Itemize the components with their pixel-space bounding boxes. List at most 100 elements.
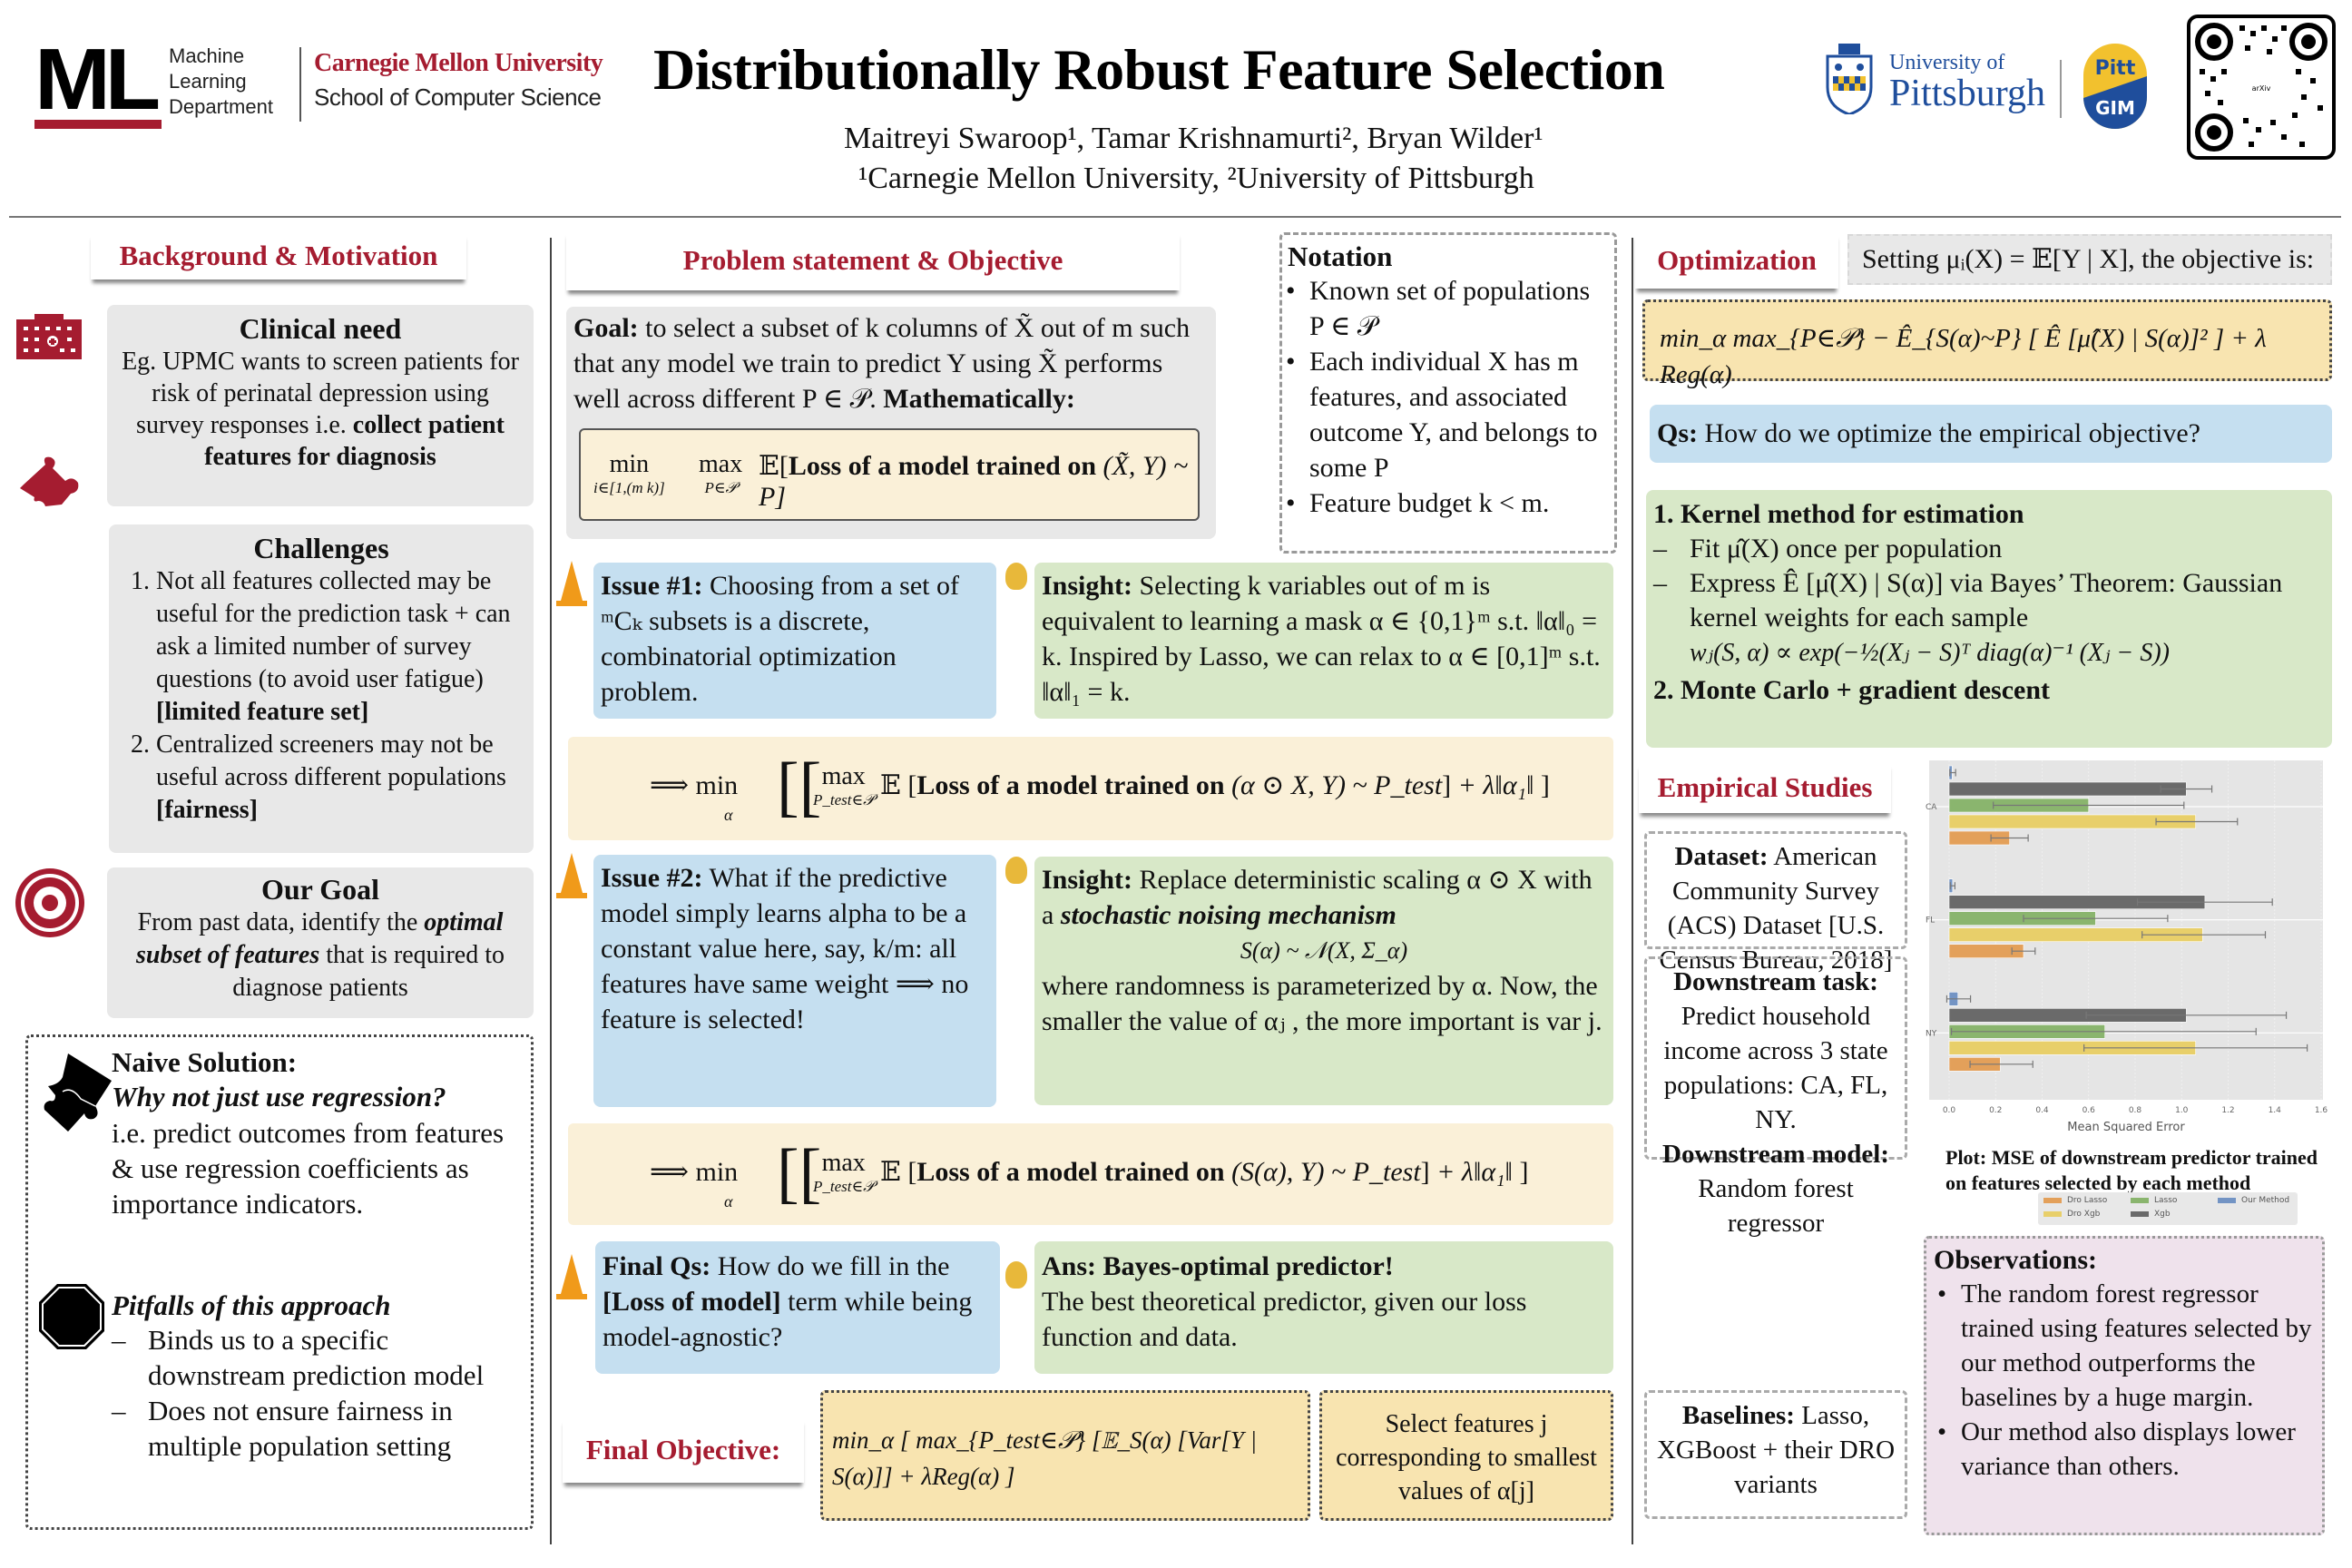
issue-1-card: Issue #1: Choosing from a set of ᵐCₖ sub… <box>593 563 996 719</box>
step-1-bullet: Fit μ̂(X) once per population <box>1653 532 2332 566</box>
issue-1-label: Issue #1: <box>601 571 703 601</box>
our-goal-before: From past data, identify the <box>137 908 425 936</box>
challenge-tag: [limited feature set] <box>156 698 369 726</box>
dataset-text: Dataset: American Community Survey (ACS)… <box>1647 834 1905 983</box>
goal-tail: Mathematically: <box>883 384 1075 414</box>
eq1-max-sub: P∈𝒫 <box>704 479 737 496</box>
eq3-min-op: ⟹ min <box>650 1157 739 1187</box>
eq2-max-op: max <box>821 762 866 790</box>
target-icon <box>15 868 84 937</box>
ml-department-name: Machine Learning Department <box>169 44 273 120</box>
challenge-item: Not all features collected may be useful… <box>156 565 524 729</box>
step-1-title: 1. Kernel method for estimation <box>1653 499 2024 529</box>
legend-swatch <box>2043 1211 2062 1217</box>
goal-card: Goal: to select a subset of k columns of… <box>566 307 1216 539</box>
final-objective-label: Final Objective: <box>563 1417 804 1483</box>
issue-1-body: Choosing from a set of ᵐCₖ subsets is a … <box>601 571 959 707</box>
answer-text: Ans: Bayes-optimal predictor!The best th… <box>1034 1241 1613 1362</box>
issue-1-text: Issue #1: Choosing from a set of ᵐCₖ sub… <box>593 563 996 715</box>
legend-label: Lasso <box>2154 1196 2178 1205</box>
clinical-need-bold: collect patient features for diagnosis <box>204 411 505 471</box>
issue-2-label: Issue #2: <box>601 863 703 893</box>
notation-title: Notation <box>1288 240 1393 272</box>
legend-label: Xgb <box>2154 1210 2171 1219</box>
lightbulb-icon <box>1005 563 1027 590</box>
chart-y-tick-label: CA <box>1926 803 1937 812</box>
chart-x-axis-label: Mean Squared Error <box>2067 1121 2185 1134</box>
notation-item: Each individual X has m features, and as… <box>1282 344 1609 485</box>
issue-2-text: Issue #2: What if the predictive model s… <box>593 855 996 1043</box>
eq3-reg: + λ‖α₁‖ <box>1436 1157 1513 1187</box>
notation-list: Known set of populations P ∈ 𝒫 Each indi… <box>1282 273 1614 521</box>
optimization-question: Qs: How do we optimize the empirical obj… <box>1650 405 2332 463</box>
cmu-name: Carnegie Mellon University <box>314 49 603 77</box>
eq2-bracket: [[ <box>777 750 822 824</box>
clinical-need-title: Clinical need <box>239 312 402 345</box>
model-body: Random forest regressor <box>1698 1174 1854 1238</box>
eq3-e: 𝔼 <box>880 1157 901 1187</box>
legend-label: Dro Lasso <box>2067 1196 2108 1205</box>
eq1-bold: Loss of a model trained on <box>788 451 1097 481</box>
pitt-gim-logo: Pitt GIM <box>2083 44 2147 129</box>
ml-dept-line: Learning <box>169 70 247 93</box>
affiliations: ¹Carnegie Mellon University, ²University… <box>858 162 1534 195</box>
chart-x-tick-label: 0.0 <box>1943 1106 1956 1115</box>
legend-item: Lasso <box>2131 1196 2177 1205</box>
optimization-steps-card: 1. Kernel method for estimation Fit μ̂(X… <box>1646 490 2332 748</box>
step-1-bullet: Express Ê [μ̂(X) | S(α)] via Bayes’ Theo… <box>1653 566 2332 635</box>
final-question-text: Final Qs: How do we fill in the [Loss of… <box>595 1241 1000 1362</box>
optimization-question-body: How do we optimize the empirical objecti… <box>1698 418 2200 448</box>
notation-item: Feature budget k < m. <box>1282 485 1609 521</box>
insight-2-card: Insight: Replace deterministic scaling α… <box>1034 857 1613 1105</box>
final-question-bold: [Loss of model] <box>603 1287 781 1317</box>
challenge-text: Not all features collected may be useful… <box>156 567 511 693</box>
header-rule <box>9 216 2341 218</box>
optimization-question-card: Qs: How do we optimize the empirical obj… <box>1650 405 2332 463</box>
baselines-label: Baselines: <box>1681 1401 1795 1430</box>
legend-swatch <box>2131 1211 2149 1217</box>
pitfall-item: Does not ensure fairness in multiple pop… <box>112 1393 520 1464</box>
chart-x-tick-label: 0.6 <box>2082 1106 2096 1115</box>
chart-y-tick-label: FL <box>1926 916 1935 926</box>
eq2-e: 𝔼 <box>880 770 901 800</box>
chart-x-tick-label: 1.6 <box>2315 1106 2328 1115</box>
task-label: Downstream task: <box>1673 967 1878 996</box>
chart-x-tick-label: 0.2 <box>1989 1106 2002 1115</box>
warning-cone-icon <box>556 1254 587 1299</box>
insight-2-body: Replace deterministic scaling α ⊙ X with… <box>1042 865 1592 930</box>
puzzle-piece-icon <box>20 456 79 506</box>
step-1-bullets: Fit μ̂(X) once per population Express Ê … <box>1646 532 2332 635</box>
insight-2-tail: where randomness is parameterized by α. … <box>1042 971 1602 1036</box>
authors: Maitreyi Swaroop¹, Tamar Krishnamurti², … <box>844 122 1544 155</box>
pitfalls-body: Pitfalls of this approach Binds us to a … <box>112 1289 520 1464</box>
naive-solution-body: Naive Solution: Why not just use regress… <box>112 1046 520 1221</box>
challenges-title: Challenges <box>253 532 389 564</box>
optimization-question-label: Qs: <box>1657 418 1698 448</box>
qr-label: arXiv <box>2252 84 2271 93</box>
eq1-min: min i∈[1,(m k)] <box>593 450 665 497</box>
lightbulb-icon <box>1005 1261 1027 1289</box>
downstream-card: Downstream task: Predict household incom… <box>1644 956 1907 1238</box>
final-question-tail: term while being model-agnostic? <box>603 1287 973 1352</box>
our-goal-after: that is required to diagnose patients <box>232 941 505 1002</box>
final-objective-note-box: Select features j corresponding to small… <box>1319 1390 1613 1521</box>
eq2-min-op: ⟹ min <box>650 770 739 800</box>
baselines-text: Baselines: Lasso, XGBoost + their DRO va… <box>1647 1393 1905 1507</box>
legend-item: Our Method <box>2218 1196 2289 1205</box>
legend-item: Dro Lasso <box>2043 1196 2107 1205</box>
section-title-background: Background & Motivation <box>91 232 466 279</box>
ml-logo-text: ML <box>34 31 161 128</box>
section-title-empirical: Empirical Studies <box>1639 762 1891 813</box>
qr-code[interactable]: arXiv <box>2187 15 2336 160</box>
column-separator <box>550 238 552 1544</box>
pitfall-item: Binds us to a specific downstream predic… <box>112 1322 520 1393</box>
hospital-icon <box>16 314 82 359</box>
optimization-objective: min_α max_{P∈𝒫} − Ê_{S(α)~P} [ Ê [μ̂(X) … <box>1660 324 2267 389</box>
cmu-school: School of Computer Science <box>314 83 602 111</box>
our-goal-text: From past data, identify the optimal sub… <box>107 906 534 1004</box>
eq2-reg: + λ‖α₁‖ <box>1457 770 1534 800</box>
legend-swatch <box>2043 1198 2062 1203</box>
chart-x-tick-label: 1.4 <box>2269 1106 2282 1115</box>
